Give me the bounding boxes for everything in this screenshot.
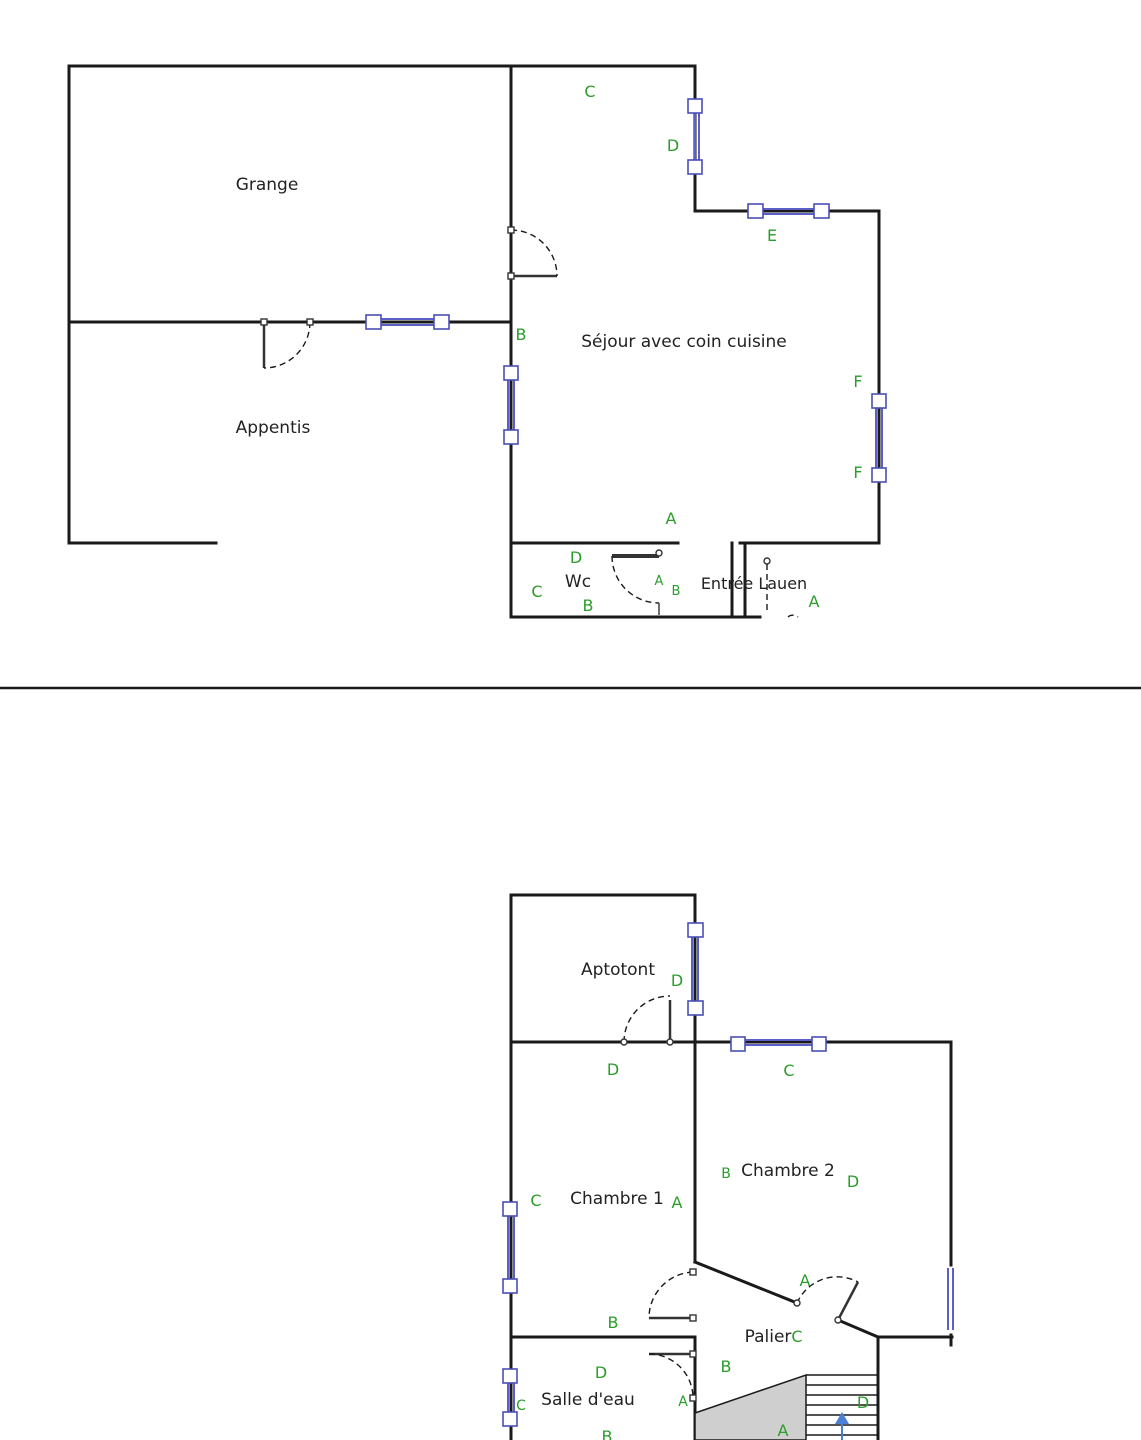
room-label-sejour: Séjour avec coin cuisine <box>581 332 787 352</box>
room-label-palier: Palier <box>745 1327 792 1347</box>
stair-void <box>694 1373 807 1440</box>
palier-wall-right <box>836 1318 954 1339</box>
wall-marker: C <box>791 1327 802 1346</box>
wall-marker: A <box>800 1271 811 1290</box>
window-icon <box>502 1201 518 1294</box>
wall-marker: B <box>583 596 594 615</box>
room-label-salle-eau: Salle d'eau <box>541 1390 635 1410</box>
upper-floor: Aptotont Chambre 1 Chambre 2 Palier Sall… <box>502 893 954 1440</box>
stair-arrow-icon <box>835 1412 849 1440</box>
room-label-entree: Entrée Lauen <box>701 574 807 593</box>
room-label-chambre2: Chambre 2 <box>741 1161 835 1181</box>
wall-marker: B <box>721 1166 731 1182</box>
window-icon <box>687 98 703 175</box>
wall-marker: B <box>602 1427 613 1440</box>
wall-marker: C <box>516 1398 526 1414</box>
door-icon <box>620 995 674 1046</box>
wall-marker: C <box>530 1191 541 1210</box>
wall-marker: B <box>608 1313 619 1332</box>
door-icon <box>648 1268 697 1322</box>
wall-marker: A <box>778 1421 789 1440</box>
wall-marker: C <box>584 82 595 101</box>
wall-marker: A <box>655 574 664 589</box>
ground-walls-outer <box>67 64 881 545</box>
room-label-appentis: Appentis <box>236 418 311 438</box>
palier-wall-left <box>693 1260 799 1305</box>
room-label-appentis-upper: Aptotont <box>581 960 655 980</box>
wall-marker: A <box>678 1394 688 1410</box>
door-icon <box>763 557 799 618</box>
wall-marker: C <box>783 1061 794 1080</box>
wall-marker: D <box>671 971 683 990</box>
wall-marker: C <box>531 582 542 601</box>
door-icon <box>648 1350 697 1402</box>
ground-wall-interior <box>509 64 762 619</box>
window-icon <box>365 314 450 330</box>
door-icon <box>507 226 558 280</box>
wall-marker: A <box>809 592 820 611</box>
wall-marker: F <box>853 463 862 482</box>
wall-marker: D <box>607 1060 619 1079</box>
wall-marker: D <box>570 548 582 567</box>
ground-floor: Grange Appentis Séjour avec coin cuisine… <box>67 64 887 619</box>
wall-marker: D <box>857 1393 869 1412</box>
wall-marker: E <box>767 226 777 245</box>
room-label-chambre1: Chambre 1 <box>570 1189 664 1209</box>
door-icon <box>793 1276 860 1324</box>
window-icon <box>687 922 704 1016</box>
wall-marker: D <box>667 136 679 155</box>
window-icon <box>502 1368 518 1427</box>
wall-marker: B <box>516 325 527 344</box>
window-icon <box>947 1268 954 1330</box>
room-label-wc: Wc <box>565 572 591 592</box>
upper-walls-outer <box>509 893 953 1440</box>
door-icon <box>260 318 314 369</box>
window-icon <box>503 365 519 445</box>
wall-marker: B <box>672 584 681 599</box>
stairs <box>806 1335 880 1440</box>
room-label-grange: Grange <box>236 175 299 195</box>
wall-marker: D <box>847 1172 859 1191</box>
window-icon <box>871 393 887 483</box>
window-icon <box>730 1036 827 1052</box>
wall-marker: B <box>721 1357 732 1376</box>
wall-marker: A <box>666 509 677 528</box>
wall-marker: D <box>595 1363 607 1382</box>
window-icon <box>747 203 830 219</box>
wall-marker: F <box>853 372 862 391</box>
wall-marker: A <box>672 1193 683 1212</box>
door-icon <box>611 549 663 615</box>
